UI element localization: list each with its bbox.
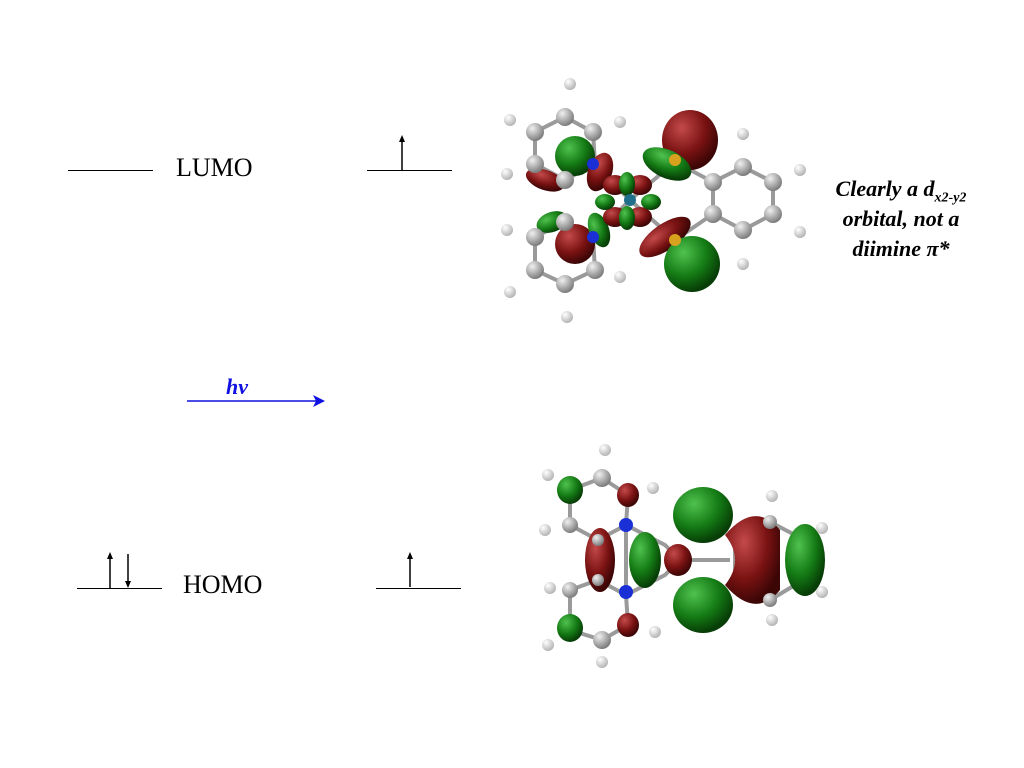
homo-level-line-left bbox=[77, 588, 162, 589]
homo-electron-pair-icon bbox=[107, 552, 131, 588]
homo-orbital-image bbox=[539, 444, 828, 668]
annotation-line-2: orbital, not a bbox=[842, 206, 960, 231]
homo-label: HOMO bbox=[183, 570, 263, 599]
lumo-label: LUMO bbox=[176, 153, 253, 182]
lumo-level-line-right bbox=[367, 170, 452, 171]
homo-level-line-right bbox=[376, 588, 461, 589]
homo-electron-up-icon bbox=[407, 552, 413, 587]
annotation-line-1: Clearly a dx2-y2 bbox=[835, 176, 967, 206]
lumo-electron-up-icon bbox=[399, 135, 405, 170]
hv-label: hν bbox=[226, 374, 248, 399]
lumo-orbital-image bbox=[501, 78, 806, 323]
annotation-line-3: diimine π* bbox=[852, 236, 950, 261]
excitation-arrow-icon bbox=[187, 395, 325, 407]
orbital-annotation: Clearly a dx2-y2 orbital, not a diimine … bbox=[806, 174, 996, 264]
lumo-level-line-left bbox=[68, 170, 153, 171]
